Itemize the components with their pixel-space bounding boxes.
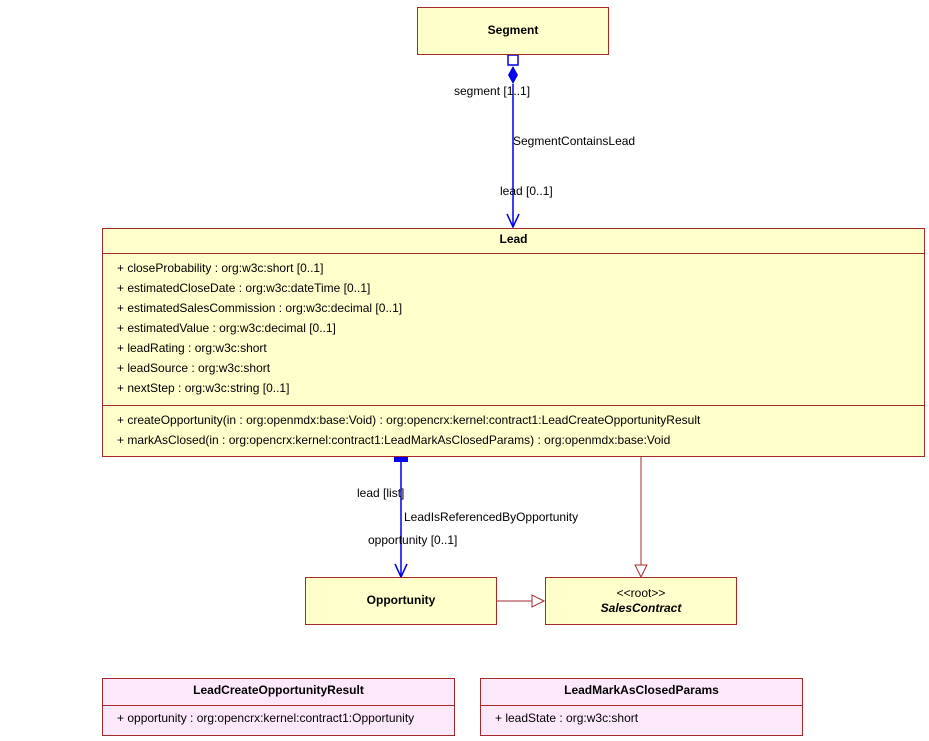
aggregation-end	[394, 457, 408, 462]
class-name: Lead	[499, 232, 528, 246]
attribute-compartment: + opportunity : org:opencrx:kernel:contr…	[103, 705, 454, 732]
attribute: + estimatedValue : org:w3c:decimal [0..1…	[117, 321, 336, 335]
attribute: + opportunity : org:opencrx:kernel:contr…	[117, 711, 415, 725]
qualifier-box	[507, 54, 519, 66]
class-name: Opportunity	[366, 593, 436, 607]
role-label-opportunity: opportunity [0..1]	[368, 533, 458, 547]
attribute: + leadSource : org:w3c:short	[117, 361, 271, 375]
attribute: + leadState : org:w3c:short	[495, 711, 639, 725]
operation: + markAsClosed(in : org:opencrx:kernel:c…	[117, 433, 671, 447]
generalization-opportunity-salescontract	[497, 594, 546, 608]
class-name: LeadMarkAsClosedParams	[564, 683, 719, 697]
attribute-compartment: + leadState : org:w3c:short	[481, 705, 802, 732]
role-label-segment: segment [1..1]	[454, 84, 531, 98]
operation: + createOpportunity(in : org:openmdx:bas…	[117, 413, 701, 427]
role-label-lead: lead [0..1]	[500, 184, 553, 198]
role-label-lead-list: lead [list]	[357, 486, 405, 500]
stereotype: <<root>>	[616, 586, 666, 600]
class-segment[interactable]: Segment	[417, 7, 609, 55]
generalization-triangle	[634, 564, 648, 579]
operation-compartment: + createOpportunity(in : org:openmdx:bas…	[103, 405, 924, 454]
navigation-arrow	[506, 213, 520, 229]
attribute: + estimatedSalesCommission : org:w3c:dec…	[117, 301, 403, 315]
class-leadcreateopportunityresult[interactable]: LeadCreateOpportunityResult + opportunit…	[102, 678, 455, 736]
class-name: LeadCreateOpportunityResult	[193, 683, 364, 697]
class-leadmarkasclosedparams[interactable]: LeadMarkAsClosedParams + leadState : org…	[480, 678, 803, 736]
class-name: SalesContract	[600, 601, 682, 615]
class-salescontract[interactable]: <<root>> SalesContract	[545, 577, 737, 625]
attribute-compartment: + closeProbability : org:w3c:short [0..1…	[103, 253, 924, 405]
generalization-lead-salescontract	[634, 457, 648, 579]
composition-diamond	[508, 66, 518, 84]
class-name: Segment	[487, 23, 539, 37]
association-name-segment-contains-lead: SegmentContainsLead	[513, 134, 636, 148]
class-lead[interactable]: Lead + closeProbability : org:w3c:short …	[102, 228, 925, 457]
attribute: + estimatedCloseDate : org:w3c:dateTime …	[117, 281, 371, 295]
attribute: + leadRating : org:w3c:short	[117, 341, 267, 355]
association-name-lead-referenced-by-opportunity: LeadIsReferencedByOpportunity	[404, 510, 579, 524]
attribute: + nextStep : org:w3c:string [0..1]	[117, 381, 290, 395]
class-opportunity[interactable]: Opportunity	[305, 577, 497, 625]
generalization-triangle	[531, 594, 546, 608]
association-segment-contains-lead	[506, 54, 520, 229]
attribute: + closeProbability : org:w3c:short [0..1…	[117, 261, 324, 275]
